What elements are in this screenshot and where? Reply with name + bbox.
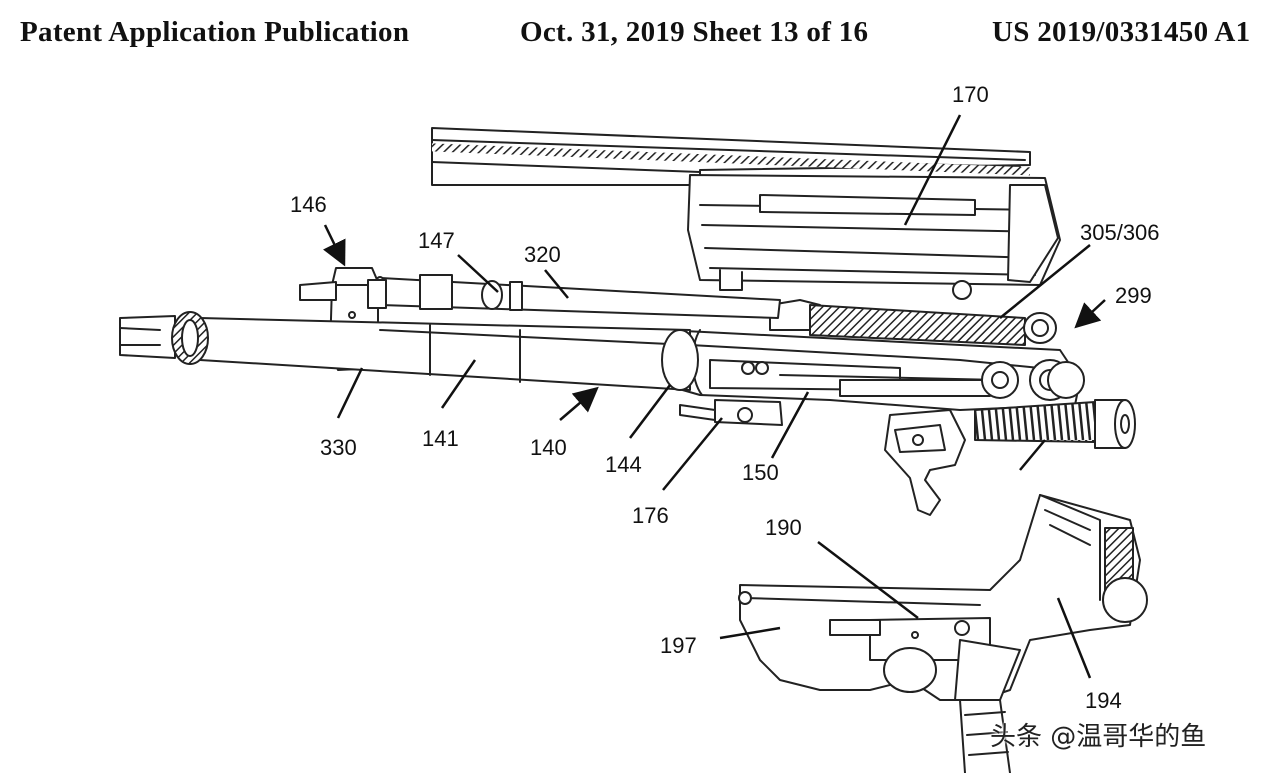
publication-type: Patent Application Publication	[20, 16, 410, 48]
leader-320	[544, 269, 569, 299]
leader-305-306	[999, 244, 1091, 319]
ref-197: 197	[660, 633, 697, 658]
muzzle-device	[119, 311, 209, 365]
leader-330	[336, 367, 364, 419]
leader-140	[559, 386, 599, 421]
leader-190	[817, 541, 919, 619]
upper-receiver	[664, 299, 1085, 426]
ref-150: 150	[742, 460, 779, 485]
leader-170	[903, 114, 962, 226]
leader-150	[770, 391, 810, 459]
leader-147	[457, 254, 499, 293]
leader-spring	[1019, 439, 1046, 471]
patent-drawing: 170 146 147 320 305/306 299 330 141 140 …	[119, 82, 1160, 773]
ref-141: 141	[422, 426, 459, 451]
ref-144: 144	[605, 452, 642, 477]
publication-date-sheet: Oct. 31, 2019 Sheet 13 of 16	[520, 16, 869, 48]
ref-194: 194	[1085, 688, 1122, 713]
leader-197	[719, 626, 781, 640]
leader-144	[629, 384, 671, 439]
trigger-group	[884, 409, 966, 516]
ref-190: 190	[765, 515, 802, 540]
patent-header: Patent Application Publication Oct. 31, …	[20, 16, 1285, 56]
ref-320: 320	[524, 242, 561, 267]
leader-141	[440, 359, 477, 409]
watermark: 头条 @温哥华的鱼	[990, 722, 1207, 752]
leader-299	[1074, 299, 1106, 329]
publication-number: US 2019/0331450 A1	[992, 16, 1251, 48]
gas-tube	[809, 304, 1057, 346]
recoil-spring	[974, 399, 1136, 449]
ref-176: 176	[632, 503, 669, 528]
ref-140: 140	[530, 435, 567, 460]
ref-147: 147	[418, 228, 455, 253]
lower-receiver	[738, 494, 1148, 773]
barrel	[199, 317, 699, 391]
ref-330: 330	[320, 435, 357, 460]
leader-146	[323, 224, 346, 267]
handguard-rail	[431, 127, 1061, 300]
ref-170: 170	[952, 82, 989, 107]
ref-305-306: 305/306	[1080, 220, 1160, 245]
leader-194	[1056, 597, 1092, 679]
ref-146: 146	[290, 192, 327, 217]
leader-176	[662, 417, 723, 491]
ref-299: 299	[1115, 283, 1152, 308]
